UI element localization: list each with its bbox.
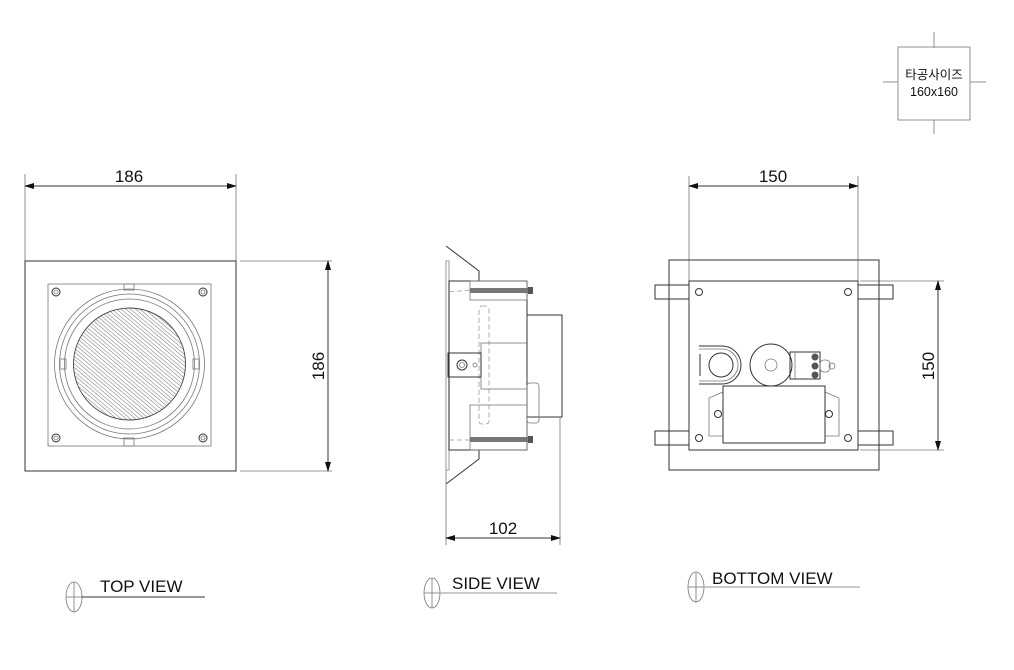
cutout-size-legend: 타공사이즈 160x160 xyxy=(883,32,986,134)
legend-size: 160x160 xyxy=(910,85,958,99)
bottom-width-dimension: 150 xyxy=(759,167,787,186)
ballast xyxy=(722,385,826,444)
top-view: 186 186 TOP VIEW xyxy=(24,167,332,613)
spring-clips xyxy=(654,284,894,446)
screw-icons xyxy=(51,287,208,443)
bottom-view: 150 150 xyxy=(654,167,944,603)
screw-icons xyxy=(695,288,852,442)
driver-box xyxy=(526,314,563,418)
housing xyxy=(448,280,528,451)
side-depth-dimension: 102 xyxy=(489,519,517,538)
frame-outline xyxy=(668,259,880,471)
top-height-dimension: 186 xyxy=(309,352,328,380)
bolt-bottom xyxy=(470,437,530,442)
mount-block xyxy=(447,352,482,378)
bolt-top xyxy=(470,288,530,293)
trim-outline xyxy=(24,260,237,472)
bottom-height-dimension: 150 xyxy=(919,352,938,380)
top-width-dimension: 186 xyxy=(115,167,143,186)
legend-title: 타공사이즈 xyxy=(905,68,963,82)
lamp-holder xyxy=(699,345,742,385)
mounting-plate xyxy=(688,280,859,451)
bottom-view-label: BOTTOM VIEW xyxy=(712,569,833,588)
top-view-label: TOP VIEW xyxy=(100,577,183,596)
side-view-label: SIDE VIEW xyxy=(452,574,540,593)
lens-hatched xyxy=(73,307,186,421)
side-view: 102 SIDE VIEW xyxy=(423,245,563,609)
capacitor xyxy=(749,343,793,387)
